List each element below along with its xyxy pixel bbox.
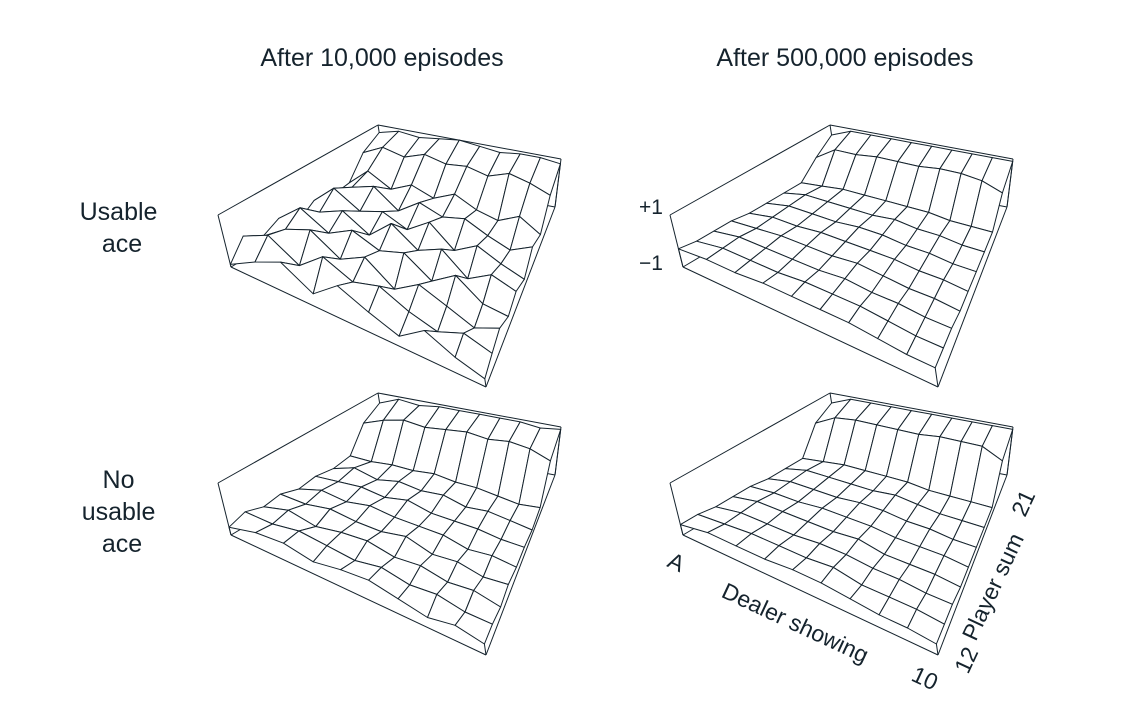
- box-edge: [934, 367, 939, 388]
- box-edge: [554, 163, 561, 208]
- box-edge: [682, 534, 939, 656]
- surface-cell: [906, 335, 944, 369]
- surface-cell: [907, 608, 945, 645]
- box-edge: [554, 429, 562, 476]
- box-edge: [217, 214, 232, 268]
- panel-usable-ace-10k: [217, 124, 562, 388]
- box-edge: [937, 474, 1008, 656]
- panel-usable-ace-500k: [669, 124, 1014, 388]
- box-edge: [669, 392, 831, 484]
- box-edge: [935, 643, 939, 656]
- box-edge: [1006, 429, 1014, 476]
- box-edge: [230, 266, 487, 388]
- z-tick-plus1: +1: [639, 196, 663, 219]
- z-tick-minus1: −1: [639, 252, 663, 275]
- box-edge: [217, 124, 379, 216]
- box-edge: [1006, 161, 1014, 208]
- x-tick-10: 10: [908, 661, 942, 695]
- row-title-usable-ace: Usable ace: [80, 198, 165, 258]
- box-edge: [679, 524, 684, 536]
- panel-no-usable-ace-500k: [669, 392, 1014, 656]
- surface-cell: [454, 332, 493, 380]
- box-edge: [682, 266, 939, 388]
- box-edge: [230, 534, 487, 656]
- box-edge: [483, 643, 487, 656]
- column-title-10k: After 10,000 episodes: [260, 44, 503, 72]
- panel-no-usable-ace-10k: [217, 392, 562, 656]
- surface-cell: [454, 611, 493, 645]
- box-edge: [829, 124, 1014, 160]
- row-title-no-usable-ace: No usable ace: [82, 466, 163, 558]
- box-edge: [485, 206, 556, 388]
- box-edge: [485, 474, 556, 656]
- y-tick-21: 21: [1006, 486, 1040, 520]
- box-edge: [484, 378, 487, 388]
- box-edge: [669, 124, 831, 216]
- box-edge: [937, 206, 1008, 388]
- box-edge: [677, 248, 684, 268]
- box-edge: [377, 392, 562, 428]
- x-tick-ace: A: [664, 547, 689, 577]
- box-edge: [217, 392, 379, 484]
- box-edge: [829, 392, 1014, 428]
- box-edge: [229, 264, 232, 268]
- box-edge: [377, 124, 562, 160]
- box-edge: [217, 482, 232, 536]
- column-title-500k: After 500,000 episodes: [716, 44, 973, 72]
- box-edge: [228, 527, 232, 536]
- y-tick-12: 12: [949, 643, 983, 677]
